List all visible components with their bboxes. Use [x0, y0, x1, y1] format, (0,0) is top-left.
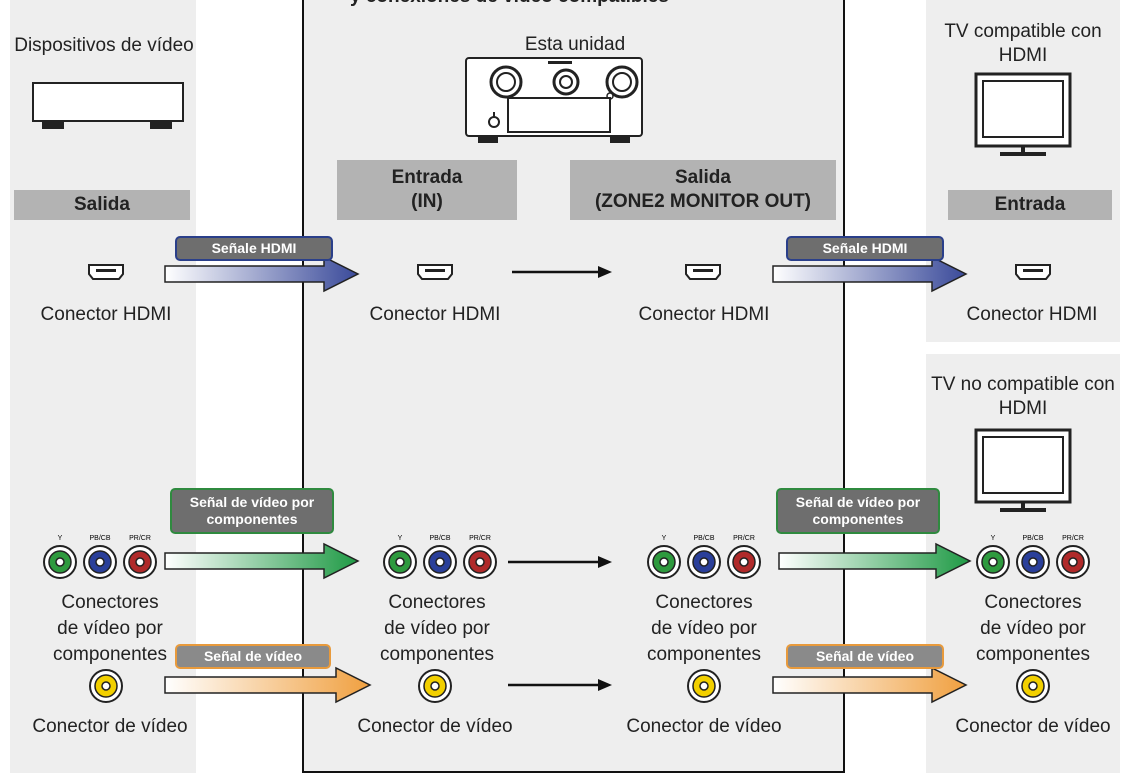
- av-receiver-icon: [465, 57, 643, 143]
- video-signal-arrow: [164, 666, 372, 704]
- source-output-label: Salida: [14, 190, 190, 220]
- jack-label-pr: PR/CR: [129, 535, 151, 542]
- jack-label-y: Y: [662, 535, 667, 542]
- jack-label-y: Y: [58, 535, 63, 542]
- video-jack-icon: [418, 669, 452, 703]
- video-connector-caption: Conector de vídeo: [955, 716, 1111, 737]
- hdmi-port-icon: [417, 264, 453, 280]
- video-device-icon: [32, 82, 184, 129]
- component-jacks-icon: Y PB/CB PR/CR: [383, 535, 497, 579]
- component-connectors-caption: Conectores de vídeo por componentes: [379, 592, 495, 665]
- jack-label-pb: PB/CB: [1022, 535, 1043, 542]
- video-connector-caption: Conector de vídeo: [32, 716, 188, 737]
- video-jack-icon: [1016, 669, 1050, 703]
- jack-label-pr: PR/CR: [1062, 535, 1084, 542]
- component-signal-label: Señal de vídeo por componentes: [776, 488, 940, 534]
- unit-output-label: Salida (ZONE2 MONITOR OUT): [570, 160, 836, 220]
- tv-nohdmi-title: TV no compatible con HDMI: [931, 374, 1115, 419]
- component-jacks-icon: Y PB/CB PR/CR: [43, 535, 157, 579]
- tv-hdmi-input-label: Entrada: [948, 190, 1112, 220]
- internal-component-arrow: [508, 556, 612, 568]
- hdmi-connector-caption: Conector HDMI: [40, 304, 172, 325]
- component-connectors-caption: Conectores de vídeo por componentes: [975, 592, 1091, 665]
- component-connectors-caption: Conectores de vídeo por componentes: [646, 592, 762, 665]
- hdmi-signal-arrow: [772, 255, 968, 293]
- component-connectors-caption: Conectores de vídeo por componentes: [52, 592, 168, 665]
- video-signal-arrow: [772, 666, 968, 704]
- jack-label-pb: PB/CB: [693, 535, 714, 542]
- component-jacks-icon: Y PB/CB PR/CR: [647, 535, 761, 579]
- hdmi-port-icon: [1015, 264, 1051, 280]
- component-signal-arrow: [164, 542, 360, 580]
- internal-hdmi-arrow: [512, 266, 612, 278]
- hdmi-connector-caption: Conector HDMI: [638, 304, 770, 325]
- tv-hdmi-title: TV compatible con HDMI: [944, 21, 1102, 66]
- component-jacks-icon: Y PB/CB PR/CR: [976, 535, 1090, 579]
- unit-title: Esta unidad: [524, 34, 626, 55]
- diagram-title: y conexiones de video compatibles: [350, 0, 669, 8]
- hdmi-port-icon: [88, 264, 124, 280]
- jack-label-pr: PR/CR: [733, 535, 755, 542]
- hdmi-connector-caption: Conector HDMI: [966, 304, 1098, 325]
- internal-video-arrow: [508, 679, 612, 691]
- hdmi-connector-caption: Conector HDMI: [369, 304, 501, 325]
- video-connector-caption: Conector de vídeo: [357, 716, 513, 737]
- video-signal-label: Señal de vídeo: [175, 644, 331, 669]
- video-signal-label: Señal de vídeo: [786, 644, 944, 669]
- jack-label-pb: PB/CB: [89, 535, 110, 542]
- jack-label-y: Y: [398, 535, 403, 542]
- jack-label-pr: PR/CR: [469, 535, 491, 542]
- tv-hdmi-panel: [926, 0, 1120, 342]
- jack-label-pb: PB/CB: [429, 535, 450, 542]
- hdmi-signal-arrow: [164, 255, 360, 293]
- hdmi-signal-label: Señale HDMI: [786, 236, 944, 261]
- video-jack-icon: [89, 669, 123, 703]
- video-connector-caption: Conector de vídeo: [626, 716, 782, 737]
- tv-nohdmi-icon: [974, 428, 1072, 512]
- video-jack-icon: [687, 669, 721, 703]
- unit-input-label: Entrada (IN): [337, 160, 517, 220]
- component-signal-label: Señal de vídeo por componentes: [170, 488, 334, 534]
- jack-label-y: Y: [991, 535, 996, 542]
- source-title: Dispositivos de vídeo: [14, 35, 194, 56]
- hdmi-port-icon: [685, 264, 721, 280]
- hdmi-signal-label: Señale HDMI: [175, 236, 333, 261]
- tv-hdmi-icon: [974, 72, 1072, 156]
- component-signal-arrow: [778, 542, 972, 580]
